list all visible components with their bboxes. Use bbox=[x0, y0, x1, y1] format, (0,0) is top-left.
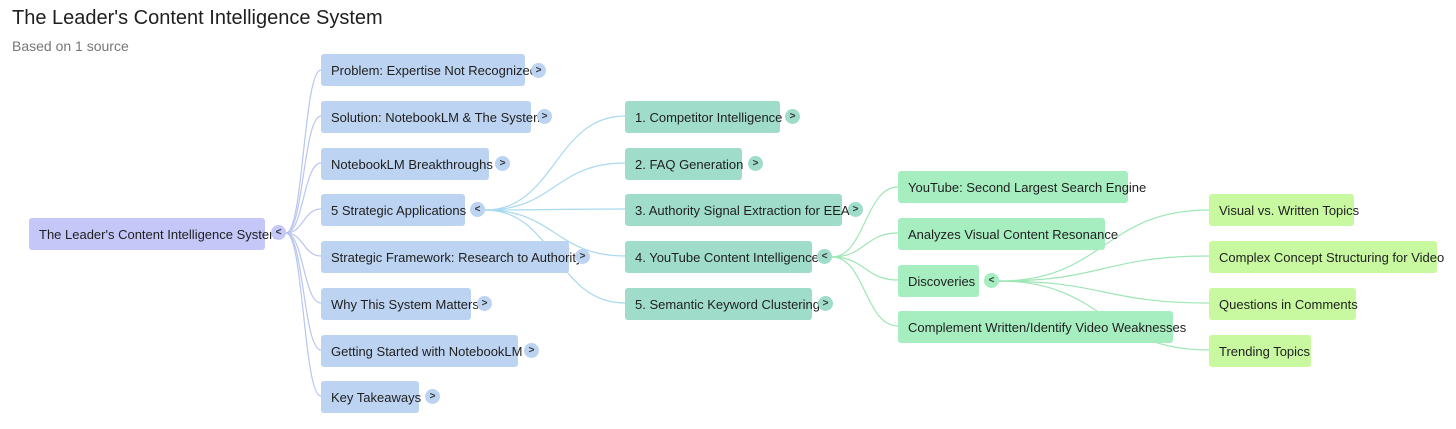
topic-breakthroughs[interactable]: NotebookLM Breakthroughs bbox=[321, 148, 493, 180]
chevron-right-icon[interactable]: > bbox=[818, 296, 833, 311]
youtube-discoveries[interactable]: Discoveries bbox=[898, 265, 979, 297]
chevron-left-icon[interactable]: < bbox=[984, 273, 999, 288]
topic-label: 5 Strategic Applications bbox=[331, 202, 467, 218]
chevron-right-icon[interactable]: > bbox=[524, 343, 539, 358]
topic-label: Strategic Framework: Research to Authori… bbox=[331, 249, 583, 265]
discovery-visual-vs-written[interactable]: Visual vs. Written Topics bbox=[1209, 194, 1359, 226]
root-node[interactable]: The Leader's Content Intelligence System bbox=[29, 218, 280, 250]
chevron-right-icon[interactable]: > bbox=[495, 156, 510, 171]
chevron-right-icon[interactable]: > bbox=[531, 63, 546, 78]
topic-label: Analyzes Visual Content Resonance bbox=[908, 226, 1119, 242]
connector-discoveries bbox=[998, 280, 1210, 304]
chevron-right-icon[interactable]: > bbox=[575, 249, 590, 264]
topic-label: 1. Competitor Intelligence bbox=[635, 109, 783, 125]
connector-youtube bbox=[831, 186, 899, 258]
chevron-right-icon[interactable]: > bbox=[425, 389, 440, 404]
discovery-questions-comments[interactable]: Questions in Comments bbox=[1209, 288, 1358, 320]
chevron-right-icon[interactable]: > bbox=[477, 296, 492, 311]
chevron-right-icon[interactable]: > bbox=[785, 109, 800, 124]
connector-applications bbox=[484, 209, 626, 257]
topic-framework[interactable]: Strategic Framework: Research to Authori… bbox=[321, 241, 582, 273]
application-authority[interactable]: 3. Authority Signal Extraction for EEAT bbox=[625, 194, 857, 226]
connector-discoveries bbox=[998, 255, 1210, 282]
topic-label: Visual vs. Written Topics bbox=[1219, 202, 1360, 218]
connector-applications bbox=[484, 115, 626, 211]
topic-key-takeaways[interactable]: Key Takeaways bbox=[321, 381, 422, 413]
topic-label: 5. Semantic Keyword Clustering bbox=[635, 296, 820, 312]
source-count: Based on 1 source bbox=[12, 38, 129, 54]
connector-root bbox=[285, 115, 322, 234]
topic-label: Questions in Comments bbox=[1219, 296, 1358, 312]
topic-label: 2. FAQ Generation bbox=[635, 156, 744, 172]
topic-label: NotebookLM Breakthroughs bbox=[331, 156, 493, 172]
topic-label: Key Takeaways bbox=[331, 389, 422, 405]
application-semantic[interactable]: 5. Semantic Keyword Clustering bbox=[625, 288, 820, 320]
chevron-right-icon[interactable]: > bbox=[537, 109, 552, 124]
connector-root bbox=[285, 162, 322, 234]
chevron-left-icon[interactable]: < bbox=[817, 249, 832, 264]
chevron-left-icon[interactable]: < bbox=[271, 225, 286, 240]
topic-label: 3. Authority Signal Extraction for EEAT bbox=[635, 202, 857, 218]
topic-solution[interactable]: Solution: NotebookLM & The System bbox=[321, 101, 544, 133]
connector-root bbox=[285, 232, 322, 304]
connector-root bbox=[285, 69, 322, 234]
topic-label: Trending Topics bbox=[1219, 343, 1311, 359]
youtube-second-engine[interactable]: YouTube: Second Largest Search Engine bbox=[898, 171, 1146, 203]
connector-applications bbox=[484, 162, 626, 211]
topic-strategic-applications[interactable]: 5 Strategic Applications bbox=[321, 194, 467, 226]
connector-root bbox=[285, 232, 322, 397]
topic-label: Problem: Expertise Not Recognized bbox=[331, 62, 537, 78]
connector-root bbox=[285, 232, 322, 351]
topic-why-matters[interactable]: Why This System Matters bbox=[321, 288, 479, 320]
topic-label: Complement Written/Identify Video Weakne… bbox=[908, 319, 1187, 335]
topic-label: Solution: NotebookLM & The System bbox=[331, 109, 544, 125]
chevron-left-icon[interactable]: < bbox=[470, 202, 485, 217]
connector-youtube bbox=[831, 232, 899, 258]
youtube-visual-resonance[interactable]: Analyzes Visual Content Resonance bbox=[898, 218, 1118, 250]
topic-label: 4. YouTube Content Intelligence bbox=[635, 249, 819, 265]
discovery-trending-topics[interactable]: Trending Topics bbox=[1209, 335, 1311, 367]
chevron-right-icon[interactable]: > bbox=[748, 156, 763, 171]
application-faq[interactable]: 2. FAQ Generation bbox=[625, 148, 744, 180]
connector-root bbox=[285, 208, 322, 234]
topic-label: YouTube: Second Largest Search Engine bbox=[908, 179, 1147, 195]
discovery-complex-structuring[interactable]: Complex Concept Structuring for Video bbox=[1209, 241, 1444, 273]
topic-label: Complex Concept Structuring for Video bbox=[1219, 249, 1445, 265]
page-title: The Leader's Content Intelligence System bbox=[12, 7, 383, 29]
connector-youtube bbox=[831, 256, 899, 327]
chevron-right-icon[interactable]: > bbox=[848, 202, 863, 217]
root-node-label: The Leader's Content Intelligence System bbox=[39, 226, 280, 242]
youtube-complement-written[interactable]: Complement Written/Identify Video Weakne… bbox=[898, 311, 1186, 343]
topic-label: Discoveries bbox=[908, 273, 976, 289]
application-competitor[interactable]: 1. Competitor Intelligence bbox=[625, 101, 783, 133]
application-youtube[interactable]: 4. YouTube Content Intelligence bbox=[625, 241, 819, 273]
topic-label: Why This System Matters bbox=[331, 296, 479, 312]
topic-problem[interactable]: Problem: Expertise Not Recognized bbox=[321, 54, 537, 86]
connector-youtube bbox=[831, 256, 899, 281]
connector-applications bbox=[484, 208, 626, 211]
topic-label: Getting Started with NotebookLM bbox=[331, 343, 523, 359]
topic-getting-started[interactable]: Getting Started with NotebookLM bbox=[321, 335, 523, 367]
